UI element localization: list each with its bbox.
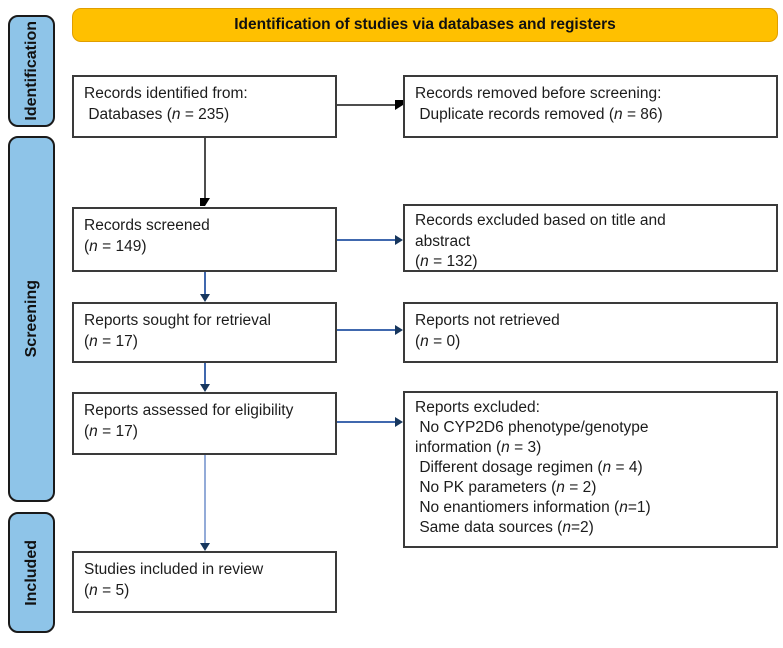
arrow-head-icon: [395, 235, 403, 245]
box-reports-not-retrieved: Reports not retrieved(n = 0): [403, 302, 778, 363]
stage-label-screening-text: Screening: [22, 280, 40, 358]
arrow-assessed-to-included: [200, 455, 210, 551]
box-reports-assessed: Reports assessed for eligibility(n = 17): [72, 392, 337, 455]
arrow-identified-to-screened: [200, 138, 210, 206]
arrow-head-icon: [200, 543, 210, 551]
arrow-head-icon: [200, 294, 210, 302]
arrow-shaft: [337, 239, 396, 241]
arrow-head-icon: [200, 384, 210, 392]
arrow-shaft: [204, 138, 206, 199]
arrow-head-icon: [395, 100, 403, 110]
stage-label-screening: Screening: [8, 136, 55, 502]
arrow-shaft: [204, 363, 206, 385]
box-records-removed: Records removed before screening: Duplic…: [403, 75, 778, 138]
arrow-identified-to-removed: [337, 100, 403, 110]
box-records-screened: Records screened(n = 149): [72, 207, 337, 272]
arrow-screened-to-sought: [200, 272, 210, 302]
box-studies-included: Studies included in review(n = 5): [72, 551, 337, 613]
arrow-assessed-to-excluded: [337, 417, 403, 427]
arrow-shaft: [204, 272, 206, 295]
stage-label-included-text: Included: [22, 539, 40, 606]
arrow-screened-to-excluded: [337, 235, 403, 245]
stage-label-identification-text: Identification: [22, 21, 40, 121]
arrow-head-icon: [395, 417, 403, 427]
banner-title: Identification of studies via databases …: [72, 8, 778, 42]
arrow-sought-to-assessed: [200, 363, 210, 392]
arrow-shaft: [204, 455, 206, 544]
arrow-shaft: [337, 421, 396, 423]
arrow-shaft: [337, 104, 396, 106]
arrow-sought-to-not-retrieved: [337, 325, 403, 335]
box-reports-excluded: Reports excluded: No CYP2D6 phenotype/ge…: [403, 391, 778, 548]
arrow-head-icon: [395, 325, 403, 335]
arrow-shaft: [337, 329, 396, 331]
stage-label-identification: Identification: [8, 15, 55, 127]
stage-label-included: Included: [8, 512, 55, 633]
box-reports-sought: Reports sought for retrieval(n = 17): [72, 302, 337, 363]
box-records-identified: Records identified from: Databases (n = …: [72, 75, 337, 138]
arrow-head-icon: [200, 198, 210, 206]
